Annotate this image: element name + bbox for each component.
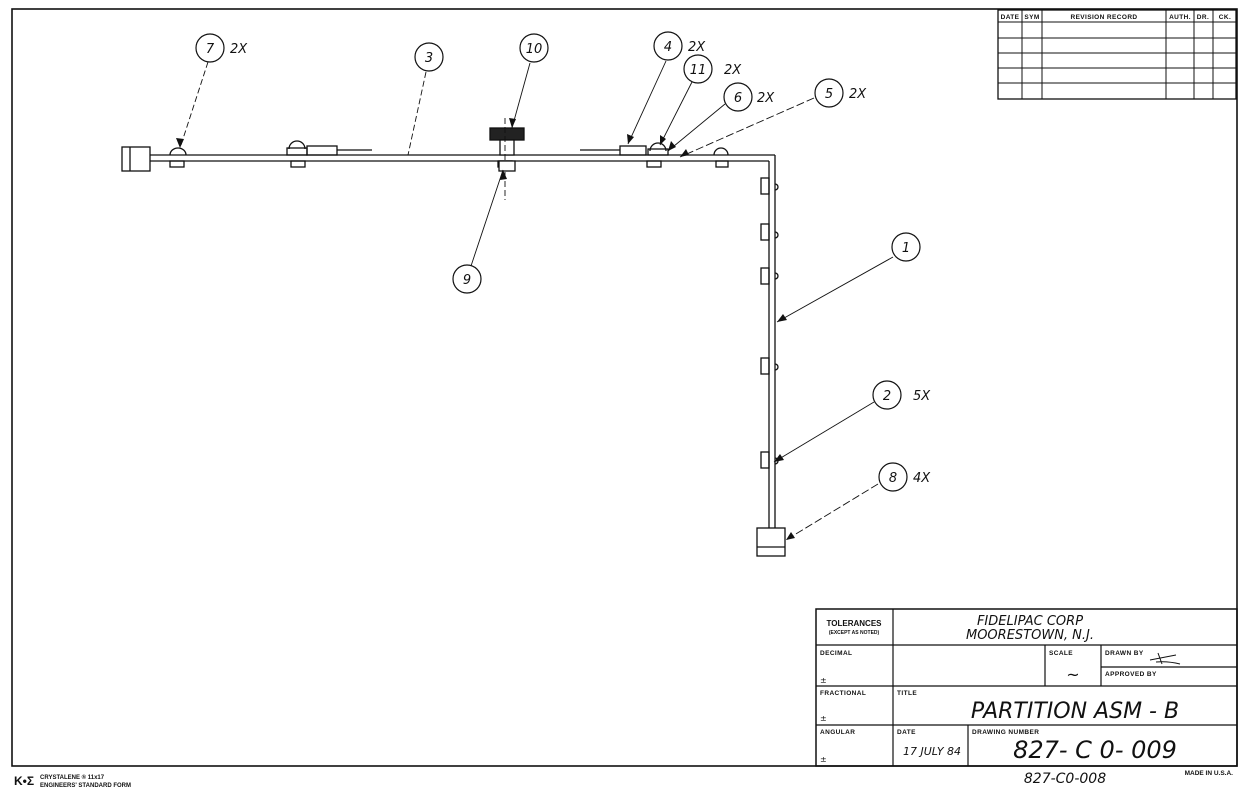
balloon-5-qty: 2X [849,87,867,102]
leader-lines [179,60,894,541]
balloon-11-number: 11 [690,63,707,78]
revision-header-dr: DR. [1197,14,1209,21]
balloons [195,31,921,492]
decimal-label: DECIMAL [820,650,852,657]
tolerances-label: TOLERANCES [827,619,883,628]
form-line-1: CRYSTALENE ® 11x17 [40,774,105,781]
balloon-4-qty: 2X [688,40,706,55]
revision-header-auth: AUTH. [1169,14,1191,21]
balloon-2-number: 2 [883,389,891,404]
fractional-tolerance: ± [820,714,827,723]
tolerances-sublabel: (EXCEPT AS NOTED) [829,630,880,636]
balloon-9-number: 9 [463,273,471,288]
balloon-5-number: 5 [825,87,833,102]
form-line-2: ENGINEERS' STANDARD FORM [40,783,131,789]
handwritten-drawing-number: 827-C0-008 [1024,771,1106,787]
approved-by-label: APPROVED BY [1105,671,1157,678]
balloon-11-qty: 2X [724,63,742,78]
drawing-number: 827- C 0- 009 [1013,736,1177,764]
company-name: FIDELIPAC CORP [977,614,1083,629]
partition-assembly-drawing [121,118,786,557]
balloon-8-qty: 4X [913,471,931,486]
revision-header-date: DATE [1001,14,1020,21]
scale-value: ~ [1066,665,1079,684]
brand-mark: K•Σ [14,774,34,788]
balloon-8-number: 8 [889,471,897,486]
revision-header-record: REVISION RECORD [1070,14,1137,21]
title-label: TITLE [897,690,917,697]
sheet-border [11,8,1238,767]
angular-label: ANGULAR [820,729,855,736]
drawing-title: PARTITION ASM - B [971,699,1179,724]
decimal-tolerance: ± [820,676,827,685]
balloon-6-number: 6 [734,91,742,106]
angular-tolerance: ± [820,755,827,764]
balloon-1-number: 1 [902,241,910,256]
date-label: DATE [897,729,916,736]
balloon-4-number: 4 [664,40,672,55]
balloon-2-qty: 5X [913,389,931,404]
made-in-label: MADE IN U.S.A. [1185,770,1234,777]
fractional-label: FRACTIONAL [820,690,866,697]
title-block [815,608,1238,767]
drawn-by-signature [1149,652,1181,665]
balloon-3-number: 3 [425,51,433,66]
balloon-7-number: 7 [206,42,215,57]
revision-header-ck: CK. [1219,14,1231,21]
balloon-10-number: 10 [526,42,543,57]
leader-arrowheads [176,118,795,540]
balloon-7-qty: 2X [230,42,248,57]
company-location: MOORESTOWN, N.J. [966,628,1094,643]
date-value: 17 JULY 84 [903,745,961,758]
drawing-number-label: DRAWING NUMBER [972,729,1039,736]
revision-header-sym: SYM [1024,14,1039,21]
drawn-by-label: DRAWN BY [1105,650,1144,657]
scale-label: SCALE [1049,650,1073,657]
balloon-6-qty: 2X [757,91,775,106]
revision-block [997,9,1237,100]
